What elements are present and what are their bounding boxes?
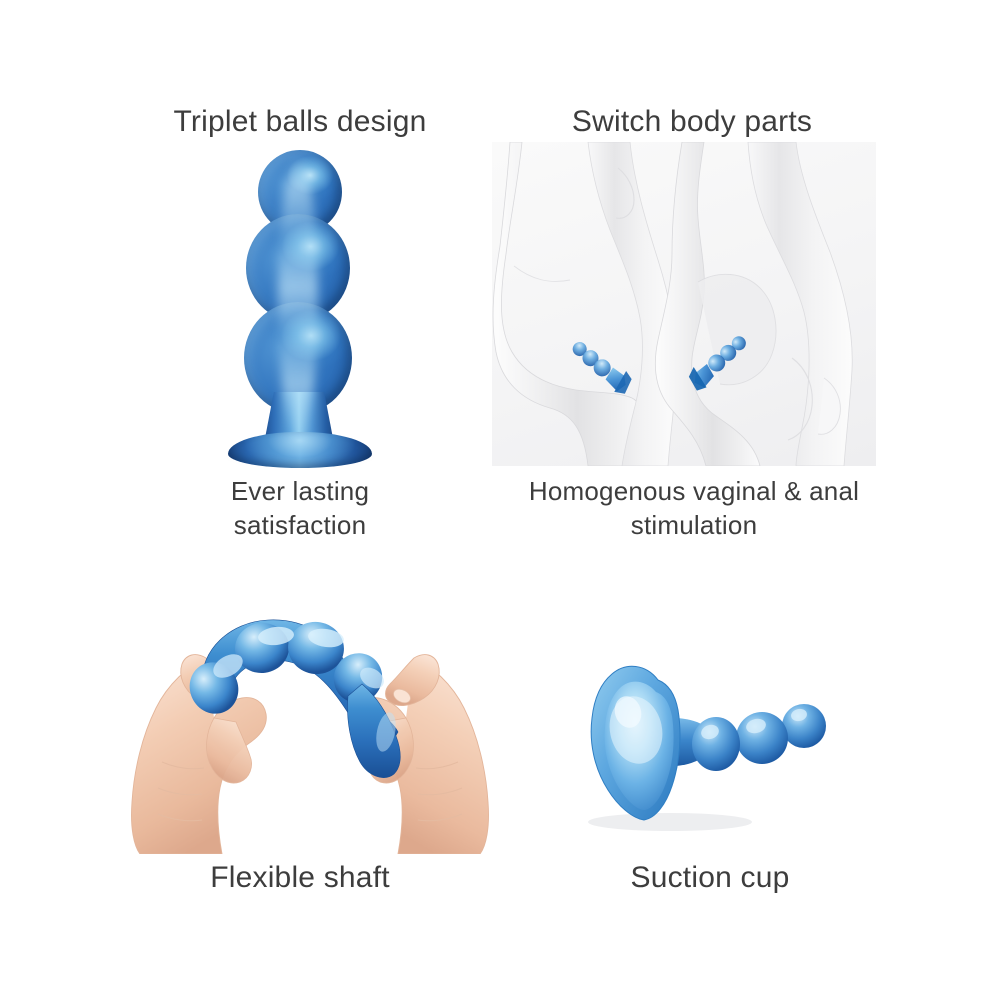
triplet-balls-product-image: [222, 150, 378, 468]
homogenous-stimulation-caption: Homogenous vaginal & anal stimulation: [528, 476, 860, 541]
bent-shaft-product: [189, 619, 401, 778]
flexible-shaft-heading: Flexible shaft: [210, 861, 390, 894]
flared-base: [228, 432, 372, 468]
mini-product-male: [688, 336, 746, 391]
suction-cup-product-image: [550, 650, 850, 840]
body-silhouettes-svg: [492, 142, 853, 466]
switch-body-parts-heading: Switch body parts: [571, 105, 813, 138]
arch-ball-4: [333, 653, 383, 703]
body-parts-illustration-panel: [492, 142, 876, 466]
suction-drop-shadow: [588, 813, 752, 831]
suction-cup-heading: Suction cup: [630, 861, 790, 894]
mini-product-female: [572, 342, 632, 394]
ever-lasting-satisfaction-caption: Ever lasting satisfaction: [230, 476, 370, 541]
flexible-shaft-product-image: [110, 592, 510, 854]
hands-bending-shaft-svg: [131, 619, 489, 854]
suction-ball-1: [692, 717, 740, 771]
triplet-balls-heading: Triplet balls design: [173, 105, 427, 138]
suction-cup-svg: [588, 665, 826, 831]
fingernail: [393, 688, 411, 704]
female-body-silhouette: [492, 142, 677, 466]
male-body-silhouette: [655, 142, 853, 466]
